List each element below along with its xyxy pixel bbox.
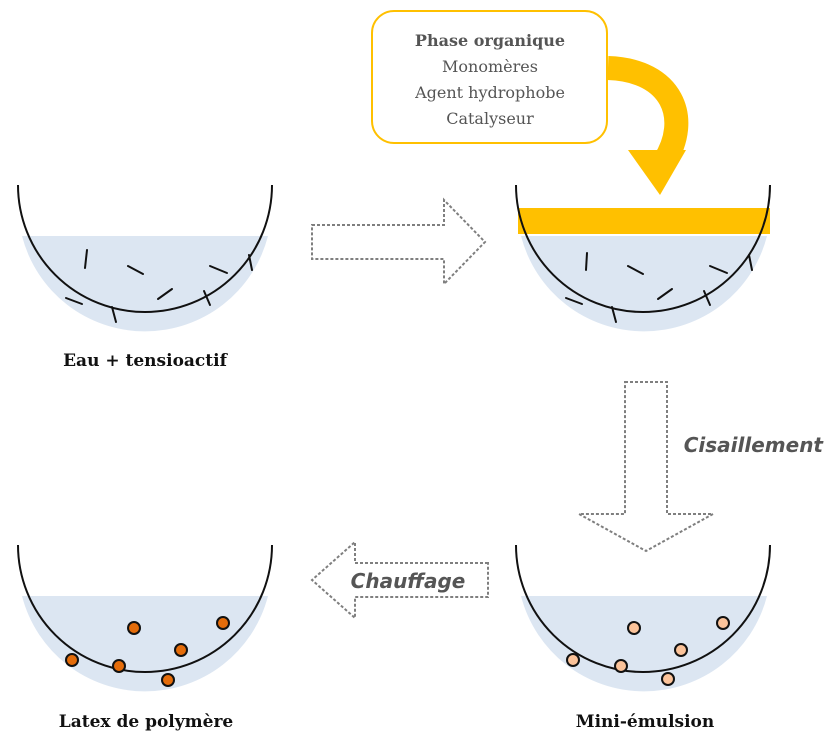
arrow-down-shearing bbox=[578, 381, 714, 553]
arrow-right bbox=[311, 197, 487, 287]
polymer-particles bbox=[65, 616, 230, 687]
organic-phase-line-2: Agent hydrophobe bbox=[414, 83, 565, 102]
monomer-droplets bbox=[566, 616, 730, 686]
organic-phase-layer bbox=[518, 208, 770, 234]
organic-phase-box: Phase organique Monomères Agent hydropho… bbox=[371, 10, 608, 144]
beaker-polymer-latex bbox=[17, 544, 273, 692]
organic-phase-frame bbox=[371, 10, 608, 144]
beaker-miniemulsion bbox=[515, 544, 771, 692]
bowl-outline bbox=[17, 544, 273, 673]
caption-polymer-latex: Latex de polymère bbox=[59, 712, 234, 732]
bowl-outline bbox=[515, 544, 771, 673]
heating-label: Chauffage bbox=[351, 569, 466, 593]
water-fill bbox=[22, 236, 268, 332]
caption-water-surfactant: Eau + tensioactif bbox=[63, 351, 228, 371]
bowl-outline bbox=[515, 184, 771, 313]
organic-phase-line-3: Catalyseur bbox=[446, 109, 534, 128]
water-fill bbox=[521, 596, 767, 692]
beaker-water-surfactant bbox=[17, 184, 273, 332]
bowl-outline bbox=[17, 184, 273, 313]
surfactant-molecules bbox=[65, 249, 253, 323]
surfactant-molecules bbox=[565, 252, 753, 323]
shearing-label: Cisaillement bbox=[684, 433, 825, 457]
organic-phase-line-1: Monomères bbox=[442, 57, 538, 76]
arrow-left-heating bbox=[310, 539, 489, 621]
organic-phase-title: Phase organique bbox=[415, 31, 565, 50]
beaker-with-organic-phase bbox=[515, 184, 771, 332]
water-fill bbox=[22, 596, 268, 692]
water-fill bbox=[521, 236, 767, 332]
caption-miniemulsion: Mini-émulsion bbox=[576, 712, 715, 732]
organic-phase-addition-arrow bbox=[607, 56, 689, 195]
